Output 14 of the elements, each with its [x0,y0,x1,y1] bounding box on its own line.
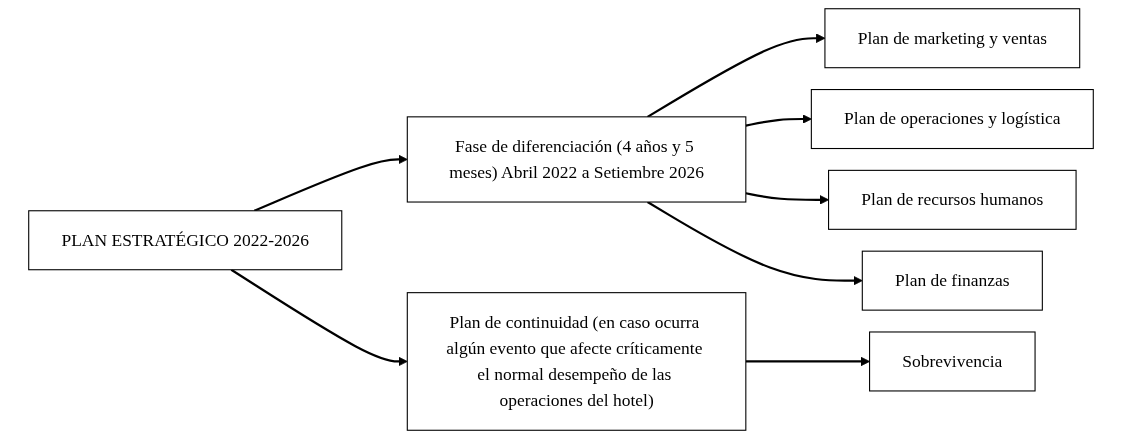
node-box: PLAN ESTRATÉGICO 2022-2026 [28,210,343,271]
arrow [230,268,408,367]
node-box: Plan de finanzas [861,250,1043,311]
arrow [253,154,408,212]
node-box: Plan de recursos humanos [828,169,1077,230]
node-box: Plan de marketing y ventas [824,8,1081,69]
node-box: Plan de operaciones y logística [810,89,1094,150]
arrow [745,114,812,127]
arrow [745,192,829,205]
arrow [647,201,863,286]
node-box: Fase de diferenciación (4 años y 5 meses) Abril 2022 a Setiembre 2026 [406,116,747,203]
node-box: Sobrevivencia [869,331,1036,392]
node-box: Plan de continuidad (en caso ocurra algún evento que afecte críticamente el normal desempeño de las operaciones del hotel) [406,292,747,431]
arrow [745,356,870,367]
